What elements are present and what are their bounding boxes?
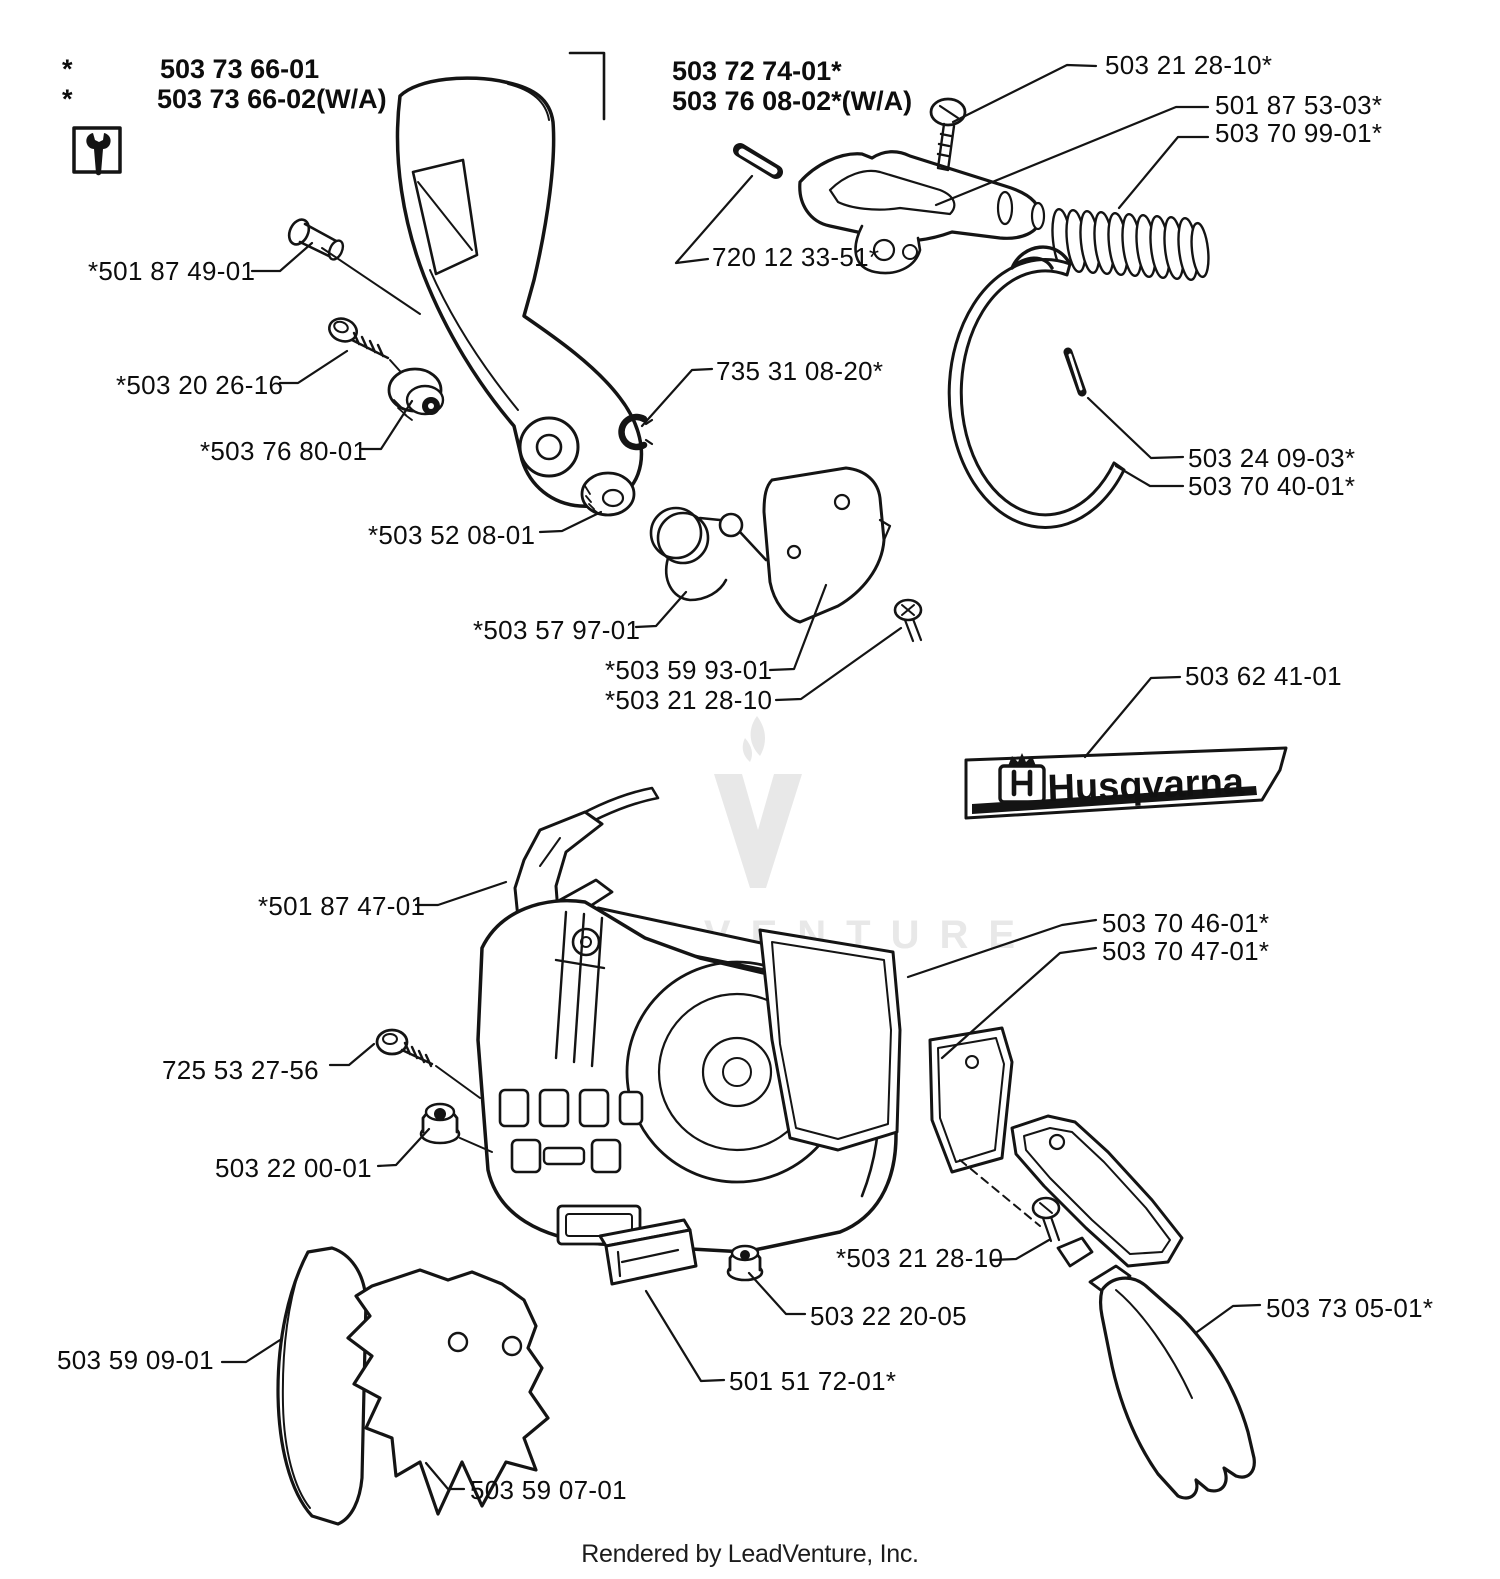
part-label-503212810-bottom: *503 21 28-10	[836, 1243, 1004, 1273]
rendered-by-footer: Rendered by LeadVenture, Inc.	[581, 1540, 919, 1568]
brake-lever-assembly-drawing	[798, 150, 1046, 275]
side-plate-2-drawing	[928, 1026, 1014, 1174]
pin-drawing	[733, 143, 783, 179]
part-label-503768001: *503 76 80-01	[200, 436, 368, 466]
part-label-735310820: 735 31 08-20*	[716, 356, 884, 386]
part-label-503704001: 503 70 40-01*	[1188, 471, 1356, 501]
asterisk-note-1: *	[62, 54, 73, 84]
bumper-spike-right-drawing	[346, 1268, 550, 1516]
part-label-503212810-mid: *503 21 28-10	[605, 685, 773, 715]
part-label-503222005: 503 22 20-05	[810, 1301, 967, 1331]
hand-guard-drawing	[395, 76, 644, 508]
part-label-503624101: 503 62 41-01	[1185, 661, 1342, 691]
adjuster-knob-drawing	[580, 471, 636, 517]
part-label-503704601: 503 70 46-01*	[1102, 908, 1270, 938]
part-label-503579701: *503 57 97-01	[473, 615, 641, 645]
chain-guide-plate-drawing	[1056, 1236, 1256, 1500]
callout-bracket	[568, 51, 606, 121]
screw-drawing-2128-mid	[893, 598, 923, 643]
part-label-503704701: 503 70 47-01*	[1102, 936, 1270, 966]
part-label-503709901: 503 70 99-01*	[1215, 118, 1383, 148]
header-part-503736601: 503 73 66-01	[160, 54, 320, 84]
part-label-501875303: 501 87 53-03*	[1215, 90, 1383, 120]
screw-drawing-2026	[328, 317, 409, 381]
part-label-503220001: 503 22 00-01	[215, 1153, 372, 1183]
header-part-503727401: 503 72 74-01*	[672, 56, 842, 86]
screw-drawing-2128-bottom	[959, 1159, 1061, 1243]
torsion-spring-drawing	[649, 506, 768, 602]
part-label-503202616: *503 20 26-16	[116, 370, 284, 400]
screw-drawing-2128-top	[929, 97, 967, 172]
chip-guide-drawing	[598, 1218, 698, 1286]
wrench-icon	[72, 126, 122, 176]
side-plate-drawing	[758, 928, 902, 1152]
part-label-503590901: 503 59 09-01	[57, 1345, 214, 1375]
part-label-503730501: 503 73 05-01*	[1266, 1293, 1434, 1323]
part-label-503520801: *503 52 08-01	[368, 520, 536, 550]
part-label-725532756: 725 53 27-56	[162, 1055, 319, 1085]
bumper-spike-left-drawing	[276, 1246, 368, 1526]
flange-nut-drawing-2	[726, 1244, 764, 1282]
part-label-503240903: 503 24 09-03*	[1188, 443, 1356, 473]
husqvarna-wordmark: Husqvarna	[1047, 761, 1246, 810]
recoil-spring-tube-drawing	[1051, 207, 1210, 282]
asterisk-note-2: *	[62, 84, 73, 114]
husqvarna-crown-icon	[998, 753, 1046, 804]
e-clip-drawing	[618, 413, 654, 451]
part-label-501874701: *501 87 47-01	[258, 891, 426, 921]
bolt-drawing	[287, 218, 421, 315]
guide-bracket-drawing	[1010, 1114, 1184, 1268]
brake-cover-plate-drawing	[762, 466, 892, 624]
part-label-503590701: 503 59 07-01	[470, 1475, 627, 1505]
part-label-501874901: *501 87 49-01	[88, 256, 256, 286]
header-part-503736602: 503 73 66-02(W/A)	[157, 84, 387, 114]
header-part-503760802: 503 76 08-02*(W/A)	[672, 86, 913, 116]
brake-band-drawing	[947, 245, 1126, 529]
part-label-501517201: 501 51 72-01*	[729, 1366, 897, 1396]
leader-lines	[220, 63, 1262, 1491]
screw-drawing-7255327	[375, 1028, 481, 1099]
part-label-503599301: *503 59 93-01	[605, 655, 773, 685]
part-label-503212810-top: 503 21 28-10*	[1105, 50, 1273, 80]
part-label-720123351: 720 12 33-51*	[712, 242, 880, 272]
flange-nut-drawing-1	[419, 1102, 493, 1153]
grommet-drawing	[387, 367, 445, 421]
husqvarna-decal: Husqvarna	[964, 746, 1288, 820]
